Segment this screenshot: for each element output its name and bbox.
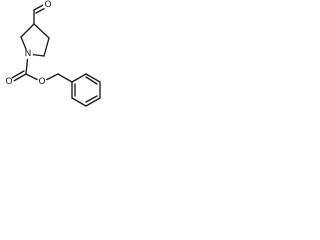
ring-nitrogen-label: N [25,49,32,59]
ester-oxygen-label: O [38,77,45,87]
chemical-structure-diagram: N O O O [4,0,101,107]
bond-ph-inner-c [85,76,98,85]
bond-c3-c2 [20,23,35,38]
structure-canvas: N O O O [0,0,112,112]
carbonyl-oxygen-label: O [5,77,12,87]
aldehyde-oxygen-label: O [44,0,51,10]
bond-carbonyl-o-double-b [9,70,25,80]
bond-ch2-phenyl [57,73,73,83]
bond-ph-3-4 [85,97,101,107]
bond-c5-c4 [43,37,50,57]
bond-carbonyl-o-double-a [11,73,27,83]
bond-ph-inner-b [85,95,98,103]
atom-labels: N O O O [4,0,53,87]
bond-ph-6-1 [71,73,87,83]
bond-c4-c3 [33,23,50,39]
phenyl-ring-bonds [71,73,101,107]
bond-ph-2-3 [71,97,87,107]
carbamate-group-bonds [9,53,73,83]
bond-ph-5-6 [85,73,101,83]
